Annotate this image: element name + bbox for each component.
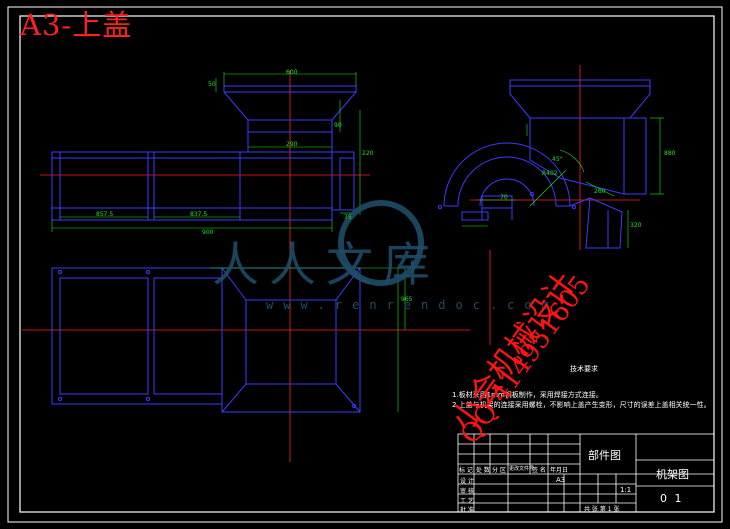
title-block — [457, 433, 715, 513]
title-block-kind: 部件图 — [588, 449, 621, 462]
dim-small: 75 — [344, 214, 352, 221]
row-label-count: 处 数 — [476, 467, 490, 474]
dim-profile-base: 260 — [594, 188, 606, 195]
dim-base-mid: 837.5 — [190, 211, 208, 218]
row-label-date: 年月日 — [550, 467, 569, 474]
dim-neck-height: 90 — [334, 122, 342, 129]
technical-notes: 技术要求 1.板材采用1mm钢板制作，采用焊接方式连接。 2.上盖与机架的连接采… — [452, 364, 711, 410]
title-block-scale: 1:1 — [620, 486, 632, 494]
notes-item-2: 2.上盖与机架的连接采用螺栓，不影响上盖产生变形，尺寸的误差上盖相关统一性。 — [452, 401, 711, 409]
row-label-change: 更改文件号 — [509, 466, 535, 472]
sign-label-design: 设 计 — [460, 478, 474, 485]
dim-neck-width: 290 — [286, 141, 298, 148]
dim-radius: R402 — [542, 170, 558, 177]
notes-item-1: 1.板材采用1mm钢板制作，采用焊接方式连接。 — [452, 391, 603, 399]
title-block-number: 0 1 — [660, 492, 684, 505]
sign-label-approve: 批 准 — [460, 507, 474, 514]
sign-label-process: 工 艺 — [460, 498, 474, 505]
dim-side-height: 220 — [362, 150, 374, 157]
sheet-outer-border — [7, 6, 723, 523]
notes-title: 技术要求 — [570, 365, 598, 373]
dim-sub: 70 — [500, 194, 508, 201]
front-view — [51, 85, 357, 221]
watermark-url: www.renrendoc.com — [266, 298, 559, 312]
top-view — [51, 267, 361, 413]
dim-hopper-height: 50 — [208, 81, 216, 88]
dim-side-width: 965 — [401, 296, 413, 303]
sign-label-review: 审 核 — [460, 488, 474, 495]
sheet-title: A3-上盖 — [20, 8, 133, 42]
dim-profile-low: 320 — [630, 222, 642, 229]
front-view-dim-lines — [51, 72, 361, 232]
row-label-zone: 分 区 — [492, 467, 506, 474]
row-label-mark: 标 记 — [459, 467, 473, 474]
title-block-name: 机架图 — [656, 468, 689, 481]
sheet-inner-border — [19, 15, 715, 513]
side-view — [438, 79, 651, 249]
dim-top-width: 600 — [286, 69, 298, 76]
dim-base-left: 857.5 — [96, 211, 114, 218]
title-block-sheet: 共 张 第 1 张 — [584, 506, 620, 513]
row-label-sign: 签 名 — [532, 467, 546, 474]
dim-profile-height: 880 — [664, 150, 676, 157]
watermark-circle — [338, 200, 424, 286]
dim-base-total: 900 — [202, 229, 214, 236]
side-view-dim-lines — [462, 117, 664, 248]
dim-arc-angle: 45° — [552, 156, 563, 163]
title-block-size: A3 — [556, 476, 566, 484]
watermark-brand: 人人文库 — [212, 238, 440, 293]
